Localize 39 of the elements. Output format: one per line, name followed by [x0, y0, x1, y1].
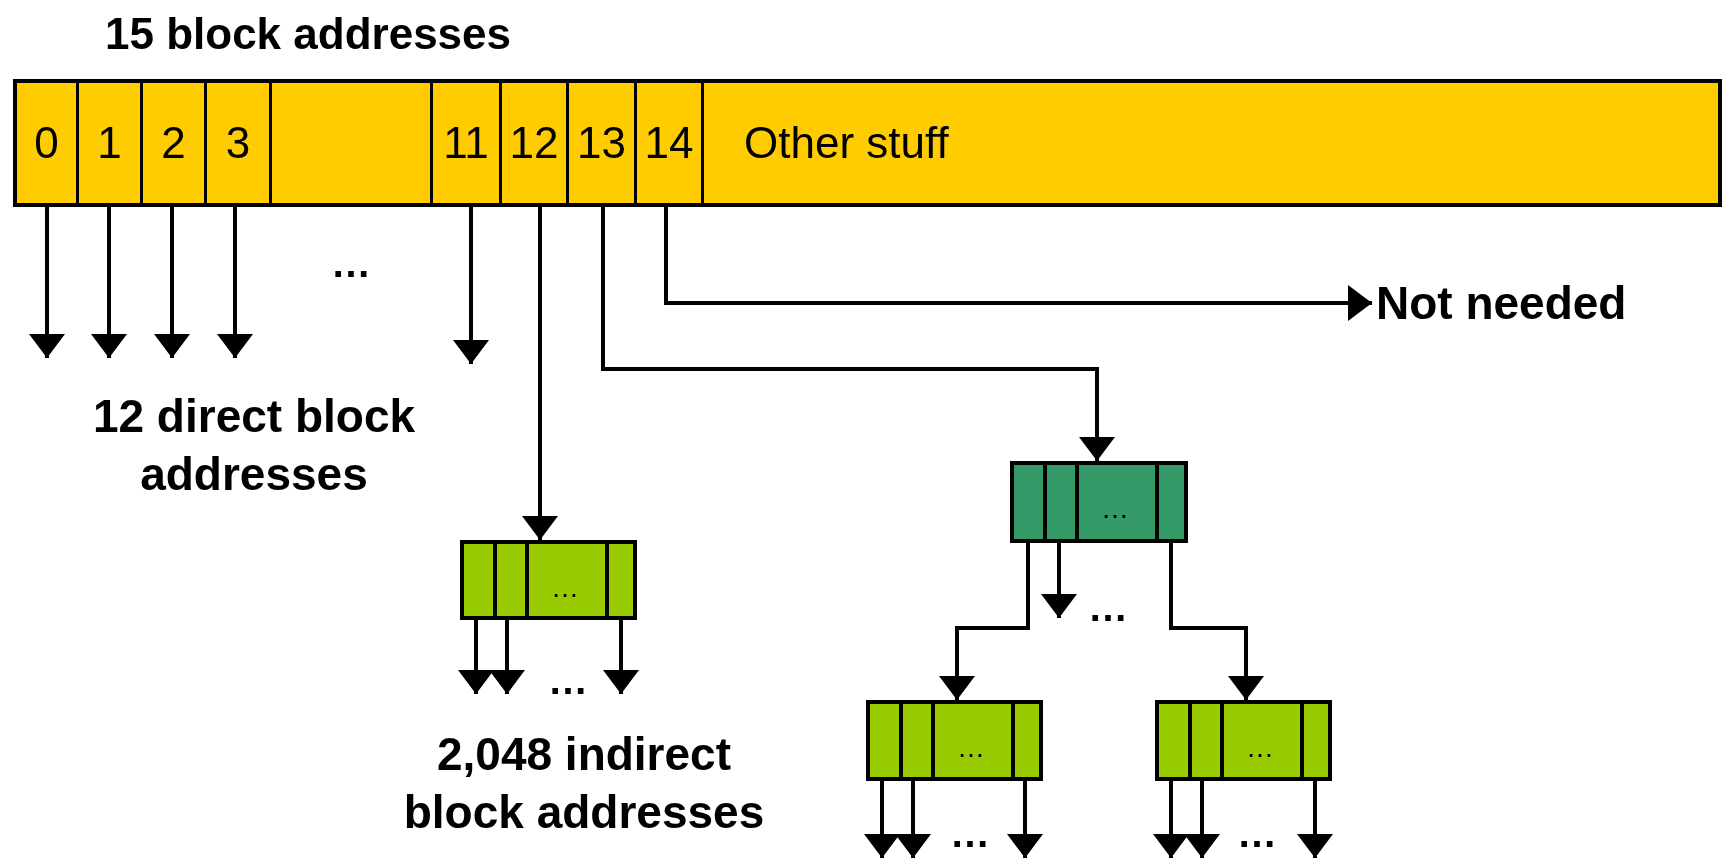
arrow	[1297, 781, 1333, 858]
pointer-block	[866, 700, 1043, 781]
ellipsis: …	[1087, 584, 1129, 631]
ellipsis: …	[956, 732, 990, 764]
address-cell: 13	[569, 83, 637, 203]
address-cell: 12	[502, 83, 569, 203]
pointer-block	[1155, 700, 1332, 781]
ellipsis: …	[1100, 493, 1134, 525]
pointer-block	[1010, 461, 1188, 543]
arrow	[864, 781, 900, 858]
arrow	[458, 620, 494, 694]
address-cell: 14	[637, 83, 704, 203]
node-label: Not needed	[1376, 272, 1636, 334]
ellipsis: …	[1236, 810, 1278, 857]
pointer-block	[460, 540, 637, 620]
ellipsis: …	[550, 572, 584, 604]
other-field: Other stuff	[704, 83, 1718, 203]
arrow	[939, 543, 1030, 700]
arrow	[489, 620, 525, 694]
arrow	[1153, 781, 1189, 858]
arrow	[603, 620, 639, 694]
address-cell: 11	[433, 83, 502, 203]
inode-bar	[13, 79, 1722, 207]
arrow	[1007, 781, 1043, 858]
arrow	[895, 781, 931, 858]
address-cell: 0	[17, 83, 79, 203]
ellipsis: …	[949, 810, 991, 857]
arrow	[1041, 543, 1077, 618]
ellipsis: …	[547, 657, 589, 704]
arrow	[1169, 543, 1264, 700]
heading: 15 block addresses	[105, 8, 512, 60]
ellipsis: …	[330, 240, 372, 287]
arrow	[1184, 781, 1220, 858]
address-cell: 3	[207, 83, 272, 203]
annotation-text: 2,048 indirect block addresses	[402, 727, 766, 840]
annotation-text: 12 direct block addresses	[91, 389, 417, 502]
address-cell: 1	[79, 83, 143, 203]
address-cell: 2	[143, 83, 207, 203]
ellipsis: …	[1245, 732, 1279, 764]
